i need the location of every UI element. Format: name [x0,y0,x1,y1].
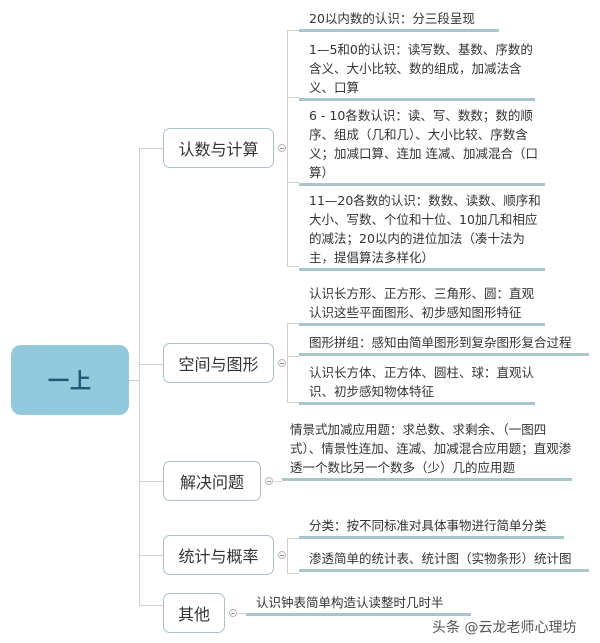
branch-5-stub [238,613,246,614]
connector-branch-1 [139,148,163,149]
leaf-text: 认识长方形、正方形、三角形、圆：直观认识这些平面图形、初步感知图形特征 [309,286,535,320]
branch-label: 认数与计算 [178,140,259,159]
root-connector [129,380,139,381]
branch-1-stub [287,30,299,31]
leaf-text: 情景式加减应用题：求总数、求剩余、（一图四式）、情景性连加、连减、加减混合应用题… [290,422,572,475]
leaf-topic: 情景式加减应用题：求总数、求剩余、（一图四式）、情景性连加、连减、加减混合应用题… [282,420,572,481]
branch-label: 其他 [177,605,210,624]
collapse-toggle-icon[interactable] [278,359,286,367]
branch-3-stub [274,481,282,482]
branch-4-stub [287,573,299,574]
watermark: 头条 @云龙老师心理坊 [432,617,576,637]
leaf-text: 11—20各数的认识：数数、读数、顺序和大小、写数、个位和十位、10加几和相应的… [309,193,541,265]
branch-4-bracket [287,538,288,573]
watermark-text: 头条 @云龙老师心理坊 [432,620,577,636]
branch-1-stub [287,266,299,267]
leaf-topic: 认识长方形、正方形、三角形、圆：直观认识这些平面图形、初步感知图形特征 [299,284,545,326]
connector-branch-5 [139,605,163,606]
leaf-text: 认识钟表简单构造认读整时几时半 [256,595,444,610]
leaf-text: 图形拼组：感知由简单图形到复杂图形复合过程 [309,335,572,350]
branch-node-other[interactable]: 其他 [163,593,225,633]
connector-branch-4 [139,555,163,556]
branch-node-statistics[interactable]: 统计与概率 [163,535,274,575]
branch-1-bracket [287,30,288,266]
connector-branch-2 [139,364,163,365]
leaf-text: 分类：按不同标准对具体事物进行简单分类 [309,518,547,533]
collapse-toggle-icon[interactable] [278,551,286,559]
leaf-text: 20以内数的认识：分三段呈现 [309,11,475,26]
root-node[interactable]: 一上 [11,345,129,415]
leaf-topic: 20以内数的认识：分三段呈现 [299,9,499,32]
connector-branch-3 [139,481,163,482]
leaf-text: 渗透简单的统计表、统计图（实物条形）统计图 [309,551,572,566]
leaf-topic: 分类：按不同标准对具体事物进行简单分类 [299,516,564,539]
leaf-topic: 1—5和0的认识：读写数、基数、序数的含义、大小比较、数的组成，加减法含义、口算 [299,40,535,101]
leaf-text: 6 - 10各数认识：读、写、数数；数的顺序、组成（几和几）、大小比较、序数含义… [309,108,538,180]
branch-label: 解决问题 [179,473,244,492]
leaf-topic: 6 - 10各数认识：读、写、数数；数的顺序、组成（几和几）、大小比较、序数含义… [299,106,545,186]
leaf-text: 1—5和0的认识：读写数、基数、序数的含义、大小比较、数的组成，加减法含义、口算 [309,42,533,95]
leaf-text: 认识长方体、正方体、圆柱、球：直观认识、初步感知物体特征 [309,365,535,399]
leaf-topic: 认识长方体、正方体、圆柱、球：直观认识、初步感知物体特征 [299,363,535,405]
collapse-toggle-icon[interactable] [265,477,273,485]
branch-node-geometry[interactable]: 空间与图形 [163,343,274,383]
leaf-topic: 图形拼组：感知由简单图形到复杂图形复合过程 [299,333,589,356]
leaf-topic: 渗透简单的统计表、统计图（实物条形）统计图 [299,549,589,572]
leaf-topic: 11—20各数的认识：数数、读数、顺序和大小、写数、个位和十位、10加几和相应的… [299,191,545,271]
branch-label: 空间与图形 [178,355,259,374]
branch-2-bracket [287,323,288,402]
branch-4-stub [287,538,299,539]
branch-2-stub [287,356,299,357]
collapse-toggle-icon[interactable] [229,609,237,617]
branch-label: 统计与概率 [178,547,259,566]
root-label: 一上 [48,369,92,393]
leaf-topic: 认识钟表简单构造认读整时几时半 [246,593,471,616]
branch-2-stub [287,402,299,403]
branch-1-stub [287,97,299,98]
trunk-line [139,148,140,605]
branch-node-counting[interactable]: 认数与计算 [163,128,274,168]
branch-node-problem-solving[interactable]: 解决问题 [163,461,261,501]
branch-1-stub [287,182,299,183]
collapse-toggle-icon[interactable] [278,144,286,152]
branch-2-stub [287,323,299,324]
